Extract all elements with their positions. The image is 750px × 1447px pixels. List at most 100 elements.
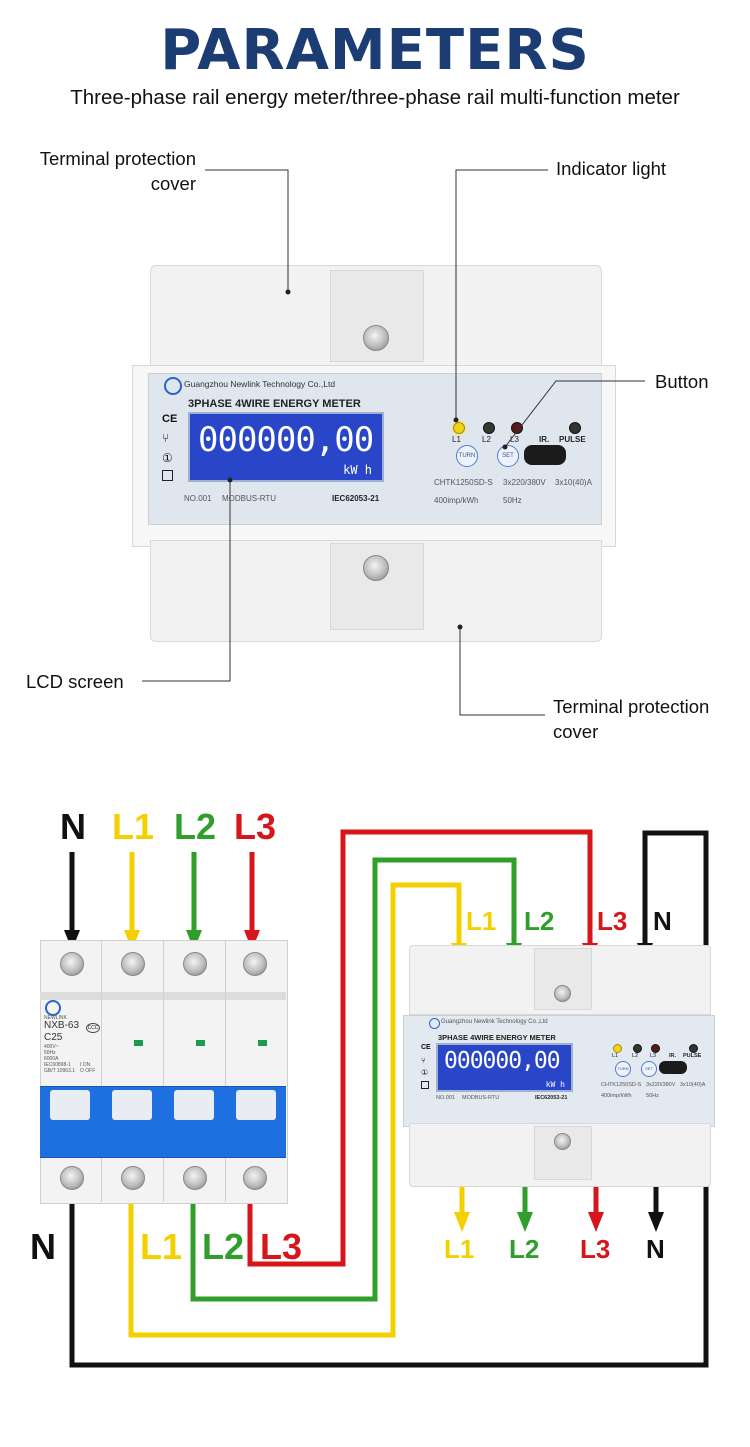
breaker-logo-icon bbox=[45, 1000, 61, 1016]
meter-small: Guangzhou Newlink Technology Co.,Ltd 3PH… bbox=[403, 945, 715, 1190]
callout-top-cover-label: Terminal protection cover bbox=[39, 148, 196, 194]
led-label-pulse: PULSE bbox=[683, 1053, 702, 1059]
led-l1-icon bbox=[453, 422, 465, 434]
screw-icon bbox=[121, 1166, 145, 1190]
ce-mark-icon: CE bbox=[162, 413, 178, 425]
wire-label-out-l2: L2 bbox=[202, 1226, 245, 1267]
breaker-toggle-1[interactable] bbox=[50, 1090, 90, 1120]
brand-logo-icon bbox=[164, 377, 182, 395]
wire-l3-out bbox=[247, 829, 593, 1267]
breaker-status-window-3 bbox=[258, 1040, 267, 1046]
breaker-rating: C25 bbox=[44, 1032, 63, 1043]
meter-model-no: CHTK1250SD-S bbox=[434, 478, 493, 487]
wire-label-out-n: N bbox=[30, 1226, 56, 1267]
breaker-status-window-2 bbox=[196, 1040, 205, 1046]
callout-leader-lines bbox=[142, 169, 645, 716]
meter-standard: IEC62053-21 bbox=[332, 494, 380, 503]
screw-icon bbox=[60, 1166, 84, 1190]
wire-label-out-l1: L1 bbox=[140, 1226, 183, 1267]
led-pulse-icon bbox=[569, 422, 581, 434]
wire-label-in-l2: L2 bbox=[174, 806, 217, 847]
led-label-ir: IR. bbox=[669, 1053, 677, 1059]
breaker-on-label: I ON bbox=[80, 1062, 91, 1068]
breaker-toggle-2[interactable] bbox=[112, 1090, 152, 1120]
meter-pulse-const: 400imp/kWh bbox=[434, 496, 479, 505]
ce-mark-icon: CE bbox=[421, 1044, 431, 1051]
ir-port bbox=[524, 445, 566, 465]
led-label-l2: L2 bbox=[632, 1053, 639, 1059]
breaker-toggle-4[interactable] bbox=[236, 1090, 276, 1120]
screw-icon bbox=[243, 1166, 267, 1190]
wire-label-meter-in-n: N bbox=[653, 906, 672, 936]
wire-label-in-l1: L1 bbox=[112, 806, 155, 847]
class-one-icon: ① bbox=[421, 1068, 429, 1077]
lcd-screen: 000000,00 kW h bbox=[188, 412, 384, 482]
lcd-value: 000000,00 bbox=[444, 1048, 561, 1074]
meter-top-cover-tab bbox=[330, 270, 424, 362]
ir-port bbox=[659, 1061, 687, 1074]
meter-small-brand: Guangzhou Newlink Technology Co.,Ltd bbox=[441, 1019, 548, 1025]
wire-label-in-n: N bbox=[60, 806, 86, 847]
wire-label-meter-out-l1: L1 bbox=[444, 1234, 475, 1264]
breaker-body bbox=[40, 940, 288, 1204]
meter-small-protocol: MODBUS-RTU bbox=[462, 1095, 500, 1101]
breaker-spec-4: IEC60898-1 bbox=[44, 1062, 71, 1068]
wire-label-out-l3: L3 bbox=[260, 1226, 303, 1267]
screw-icon bbox=[554, 985, 571, 1002]
meter-small-current: 3x10(40)A bbox=[680, 1082, 706, 1088]
set-button[interactable]: SET bbox=[497, 445, 519, 467]
breaker-divider-3 bbox=[225, 940, 226, 1202]
wire-label-in-l3: L3 bbox=[234, 806, 277, 847]
wire-label-meter-out-l2: L2 bbox=[509, 1234, 540, 1264]
lcd-unit: kW h bbox=[343, 463, 372, 477]
wire-label-meter-in-l1: L1 bbox=[466, 906, 497, 936]
turn-button[interactable]: TURN bbox=[615, 1061, 631, 1077]
breaker-spec-2: 50Hz bbox=[44, 1050, 56, 1056]
led-label-l1: L1 bbox=[612, 1053, 619, 1059]
meter-small-model-no: CHTK1250SD-S bbox=[601, 1082, 642, 1088]
turn-button[interactable]: TURN bbox=[456, 445, 478, 467]
brand-logo-icon bbox=[429, 1018, 440, 1029]
callout-button-label: Button bbox=[655, 371, 709, 392]
led-l3-icon bbox=[511, 422, 523, 434]
breaker-divider-1 bbox=[101, 940, 102, 1202]
breaker-off-label: O OFF bbox=[80, 1068, 96, 1074]
meter-serial: NO.001 bbox=[184, 494, 212, 503]
breaker-spec-3: 6000A bbox=[44, 1056, 59, 1062]
callout-lcd-label: LCD screen bbox=[26, 671, 124, 692]
meter-model-title: 3PHASE 4WIRE ENERGY METER bbox=[188, 398, 361, 410]
wire-label-meter-in-l2: L2 bbox=[524, 906, 555, 936]
led-label-l3: L3 bbox=[510, 435, 519, 444]
meter-small-serial: NO.001 bbox=[436, 1095, 455, 1101]
page-title: PARAMETERS bbox=[160, 18, 590, 83]
meter-voltage: 3x220/380V bbox=[503, 478, 546, 487]
set-button[interactable]: SET bbox=[641, 1061, 657, 1077]
led-label-ir: IR. bbox=[539, 435, 550, 444]
lcd-value: 000000,00 bbox=[198, 420, 374, 460]
network-icon: ⑂ bbox=[162, 431, 170, 445]
breaker-model: NXB-63 bbox=[44, 1020, 80, 1031]
meter-large: Guangzhou Newlink Technology Co.,Ltd 3PH… bbox=[132, 265, 616, 645]
page-subtitle: Three-phase rail energy meter/three-phas… bbox=[70, 86, 680, 109]
breaker-spec-5: GB/T 10963.1 bbox=[44, 1068, 76, 1074]
wire-l1-out bbox=[128, 882, 462, 1338]
breaker-toggle-3[interactable] bbox=[174, 1090, 214, 1120]
ccc-mark-icon: CCC bbox=[86, 1023, 100, 1033]
meter-frequency: 50Hz bbox=[503, 496, 522, 505]
wire-label-meter-out-l3: L3 bbox=[580, 1234, 611, 1264]
double-insulation-icon bbox=[421, 1081, 429, 1089]
meter-small-pulse-const: 400imp/kWh bbox=[601, 1093, 632, 1099]
led-label-l1: L1 bbox=[452, 435, 461, 444]
screw-icon bbox=[183, 1166, 207, 1190]
screw-icon bbox=[363, 555, 389, 581]
breaker-status-window-1 bbox=[134, 1040, 143, 1046]
meter-protocol: MODBUS-RTU bbox=[222, 494, 277, 503]
screw-icon bbox=[121, 952, 145, 976]
wire-label-meter-in-l3: L3 bbox=[597, 906, 628, 936]
led-label-l2: L2 bbox=[482, 435, 491, 444]
network-icon: ⑂ bbox=[421, 1056, 426, 1065]
breaker-divider-2 bbox=[163, 940, 164, 1202]
screw-icon bbox=[554, 1133, 571, 1150]
meter-small-lcd: 000000,00 kW h bbox=[436, 1043, 573, 1092]
meter-small-standard: IEC62053-21 bbox=[535, 1095, 568, 1101]
